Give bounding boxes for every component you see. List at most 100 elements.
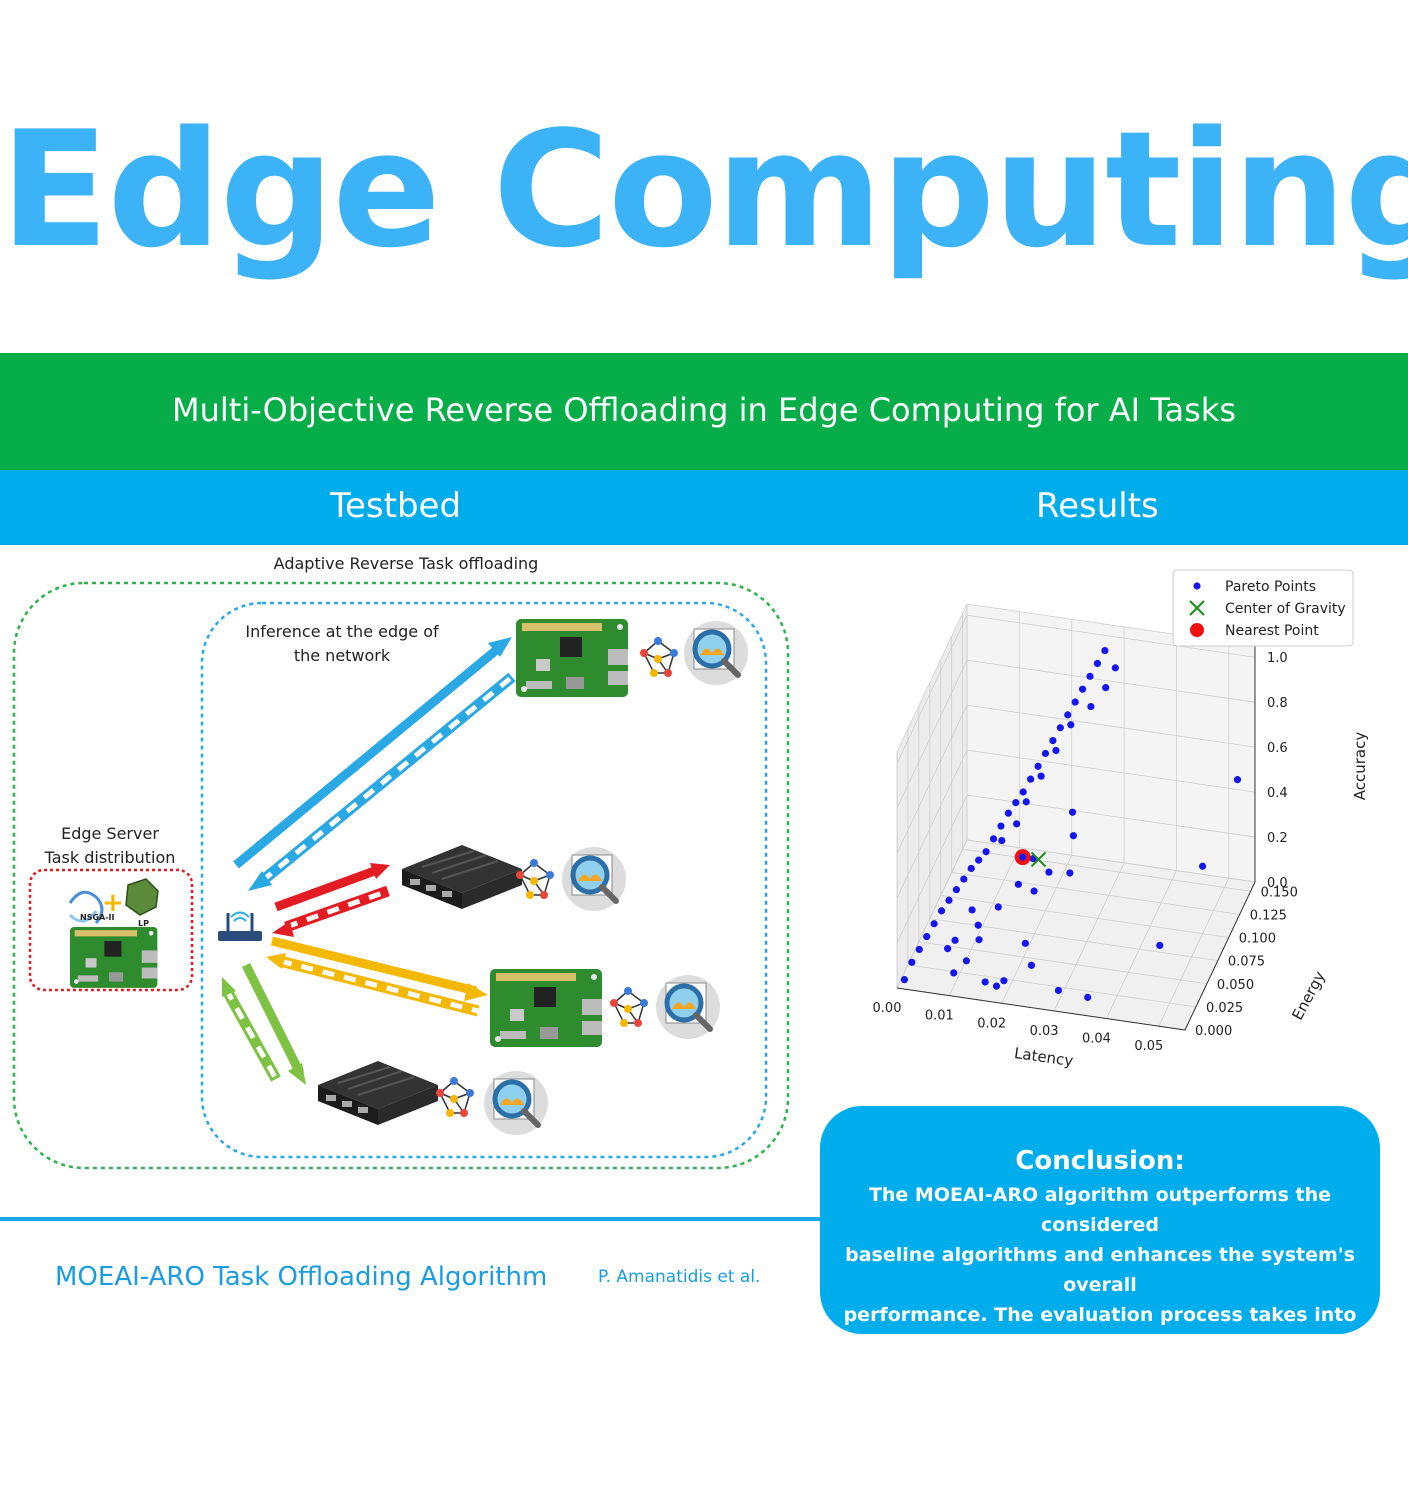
nsga-label: NSGA-II — [80, 913, 115, 922]
z-tick-label: 0.8 — [1267, 696, 1288, 711]
grid-line-z — [896, 704, 1256, 854]
pareto-point — [900, 976, 909, 984]
vision-icon-2 — [562, 847, 626, 911]
pareto-point — [915, 945, 923, 954]
neural-net-icon-2 — [515, 858, 555, 900]
device-rpi-bottom — [490, 969, 602, 1047]
pareto-point — [950, 969, 958, 977]
edge-server-boundary — [28, 868, 194, 992]
neural-net-icon-1 — [639, 636, 679, 678]
pareto-point — [1084, 993, 1092, 1001]
device-jetson-2 — [317, 1060, 439, 1126]
pareto-point — [952, 886, 960, 894]
y-tick-label: 0.050 — [1217, 978, 1254, 993]
grid-line-z — [896, 839, 1256, 989]
grid-line-z — [896, 659, 1256, 809]
server-label-2: Task distribution — [44, 848, 176, 867]
center-of-gravity-mark — [1030, 851, 1047, 868]
pareto-point — [1071, 698, 1079, 706]
arrow-blue — [233, 637, 516, 891]
x-axis-label: Latency — [1013, 1044, 1074, 1070]
section-title-testbed: Testbed — [330, 486, 462, 526]
pareto-point — [1045, 868, 1053, 876]
z-tick-label: 0.4 — [1267, 786, 1288, 801]
legend-marker-cog — [1189, 600, 1205, 616]
grid-line-z — [896, 749, 1256, 899]
legend-label: Nearest Point — [1225, 623, 1319, 639]
y-axis-line — [1184, 881, 1256, 1031]
device-rpi-top — [516, 619, 628, 697]
footer-divider — [0, 1217, 820, 1221]
legend-marker-pareto — [1193, 582, 1201, 590]
results-chart: 0.000.010.020.030.040.050.0000.0250.0500… — [873, 569, 1369, 1070]
pareto-point — [1093, 659, 1102, 668]
pareto-point — [1078, 685, 1087, 693]
pareto-point — [974, 921, 982, 929]
pareto-point — [1233, 776, 1242, 784]
pareto-point — [1102, 684, 1110, 692]
pareto-point — [997, 822, 1005, 830]
vision-icon-4 — [484, 1071, 548, 1135]
pareto-point — [1021, 939, 1029, 947]
arrow-red — [272, 863, 390, 937]
pareto-point — [1111, 664, 1119, 672]
legend-label: Pareto Points — [1225, 579, 1316, 595]
z-tick-label: 0.6 — [1267, 741, 1288, 756]
pareto-point — [1022, 798, 1030, 806]
pareto-point — [1198, 862, 1207, 870]
pareto-point — [1014, 880, 1022, 888]
banner-text: Multi-Objective Reverse Offloading in Ed… — [172, 391, 1236, 429]
conclusion-box: Conclusion: The MOEAI-ARO algorithm outp… — [820, 1106, 1380, 1386]
pareto-point — [967, 864, 975, 873]
pareto-point — [975, 856, 983, 864]
conclusion-heading: Conclusion: — [1015, 1146, 1185, 1176]
chart-grid — [896, 604, 1256, 1031]
y-tick-label: 0.125 — [1250, 908, 1287, 923]
vision-icon-3 — [656, 975, 720, 1039]
pareto-point — [1027, 775, 1035, 783]
grid-line-z — [896, 794, 1256, 944]
chart-ticks: 0.000.010.020.030.040.050.0000.0250.0500… — [873, 651, 1298, 1054]
z-tick-label: 0.0 — [1267, 876, 1288, 891]
device-jetson-1 — [401, 844, 523, 910]
banner: Multi-Objective Reverse Offloading in Ed… — [0, 353, 1408, 470]
pareto-point — [960, 875, 968, 883]
vision-icon-1 — [684, 621, 748, 685]
pareto-point — [1013, 820, 1021, 828]
pareto-point — [1041, 749, 1050, 758]
y-tick-label: 0.025 — [1206, 1001, 1243, 1016]
plus-icon: + — [102, 888, 124, 918]
pareto-point — [1056, 724, 1064, 732]
pareto-point — [992, 982, 1001, 990]
pareto-point — [1052, 746, 1060, 755]
server-label-1: Edge Server — [61, 824, 159, 843]
y-axis-label: Energy — [1288, 968, 1329, 1023]
edge-server-board — [70, 927, 158, 988]
legend-marker-nearest — [1190, 623, 1204, 637]
pareto-point — [1101, 647, 1109, 655]
lp-label: LP — [138, 919, 149, 928]
pareto-point — [1068, 808, 1077, 816]
legend-label: Center of Gravity — [1225, 601, 1346, 617]
pareto-point — [1067, 721, 1075, 729]
pareto-point — [982, 848, 990, 856]
polytope-icon — [125, 878, 159, 916]
neural-net-icon-4 — [435, 1076, 475, 1118]
outer-label: Adaptive Reverse Task offloading — [274, 554, 539, 573]
x-tick-label: 0.01 — [925, 1009, 954, 1024]
chart-points — [900, 647, 1242, 1001]
y-tick-label: 0.075 — [1228, 955, 1265, 970]
pareto-point — [1027, 961, 1036, 969]
pareto-point — [945, 896, 953, 904]
pareto-point — [962, 957, 970, 965]
pareto-point — [937, 907, 946, 915]
page-title: Edge Computing — [0, 96, 1408, 283]
section-title-results: Results — [1036, 486, 1159, 526]
arrow-yellow — [266, 936, 488, 1017]
pareto-point — [1000, 977, 1008, 985]
pareto-point — [1156, 941, 1164, 950]
x-tick-label: 0.02 — [977, 1016, 1006, 1031]
x-tick-label: 0.03 — [1030, 1024, 1059, 1039]
section-header-bar: Testbed Results — [0, 470, 1408, 545]
